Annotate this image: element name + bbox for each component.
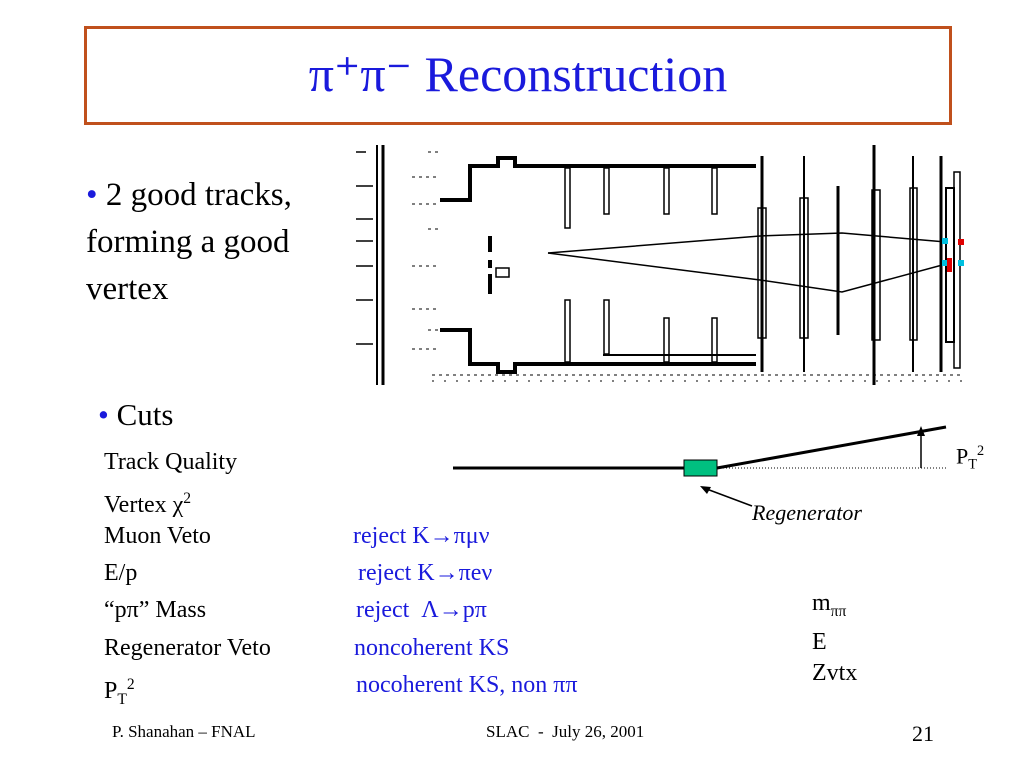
- cuts-heading: • Cuts: [98, 396, 173, 434]
- pt-arrowhead: [917, 426, 925, 436]
- cut-value-ppi-mass: reject Λ→pπ: [356, 597, 487, 623]
- pt-squared-label: PT2: [956, 443, 985, 473]
- bullet1-line-1: 2 good tracks,: [105, 177, 292, 213]
- vacuum-tank-bottom: [440, 328, 756, 374]
- bullet-good-tracks: • 2 good tracks, forming a good vertex: [86, 172, 356, 313]
- regenerator-pointer-head: [700, 486, 711, 494]
- hit-marker: [958, 239, 964, 245]
- cut-label-regenerator-veto: Regenerator Veto: [104, 635, 271, 661]
- title-frame: [84, 26, 952, 125]
- variable-mpipi: mππ: [812, 590, 847, 620]
- scale-ticks: [412, 151, 960, 376]
- cut-value-regenerator-veto: noncoherent KS: [354, 635, 510, 661]
- cut-value-e-over-p: reject K→πeν: [358, 560, 493, 586]
- photon-veto-top: [564, 167, 718, 229]
- hit-marker: [958, 260, 964, 266]
- hit-marker: [942, 260, 948, 266]
- vacuum-tank-top: [440, 156, 756, 202]
- cut-value-muon-veto: reject K→πμν: [353, 523, 490, 549]
- footer-author: P. Shanahan – FNAL: [112, 722, 256, 741]
- variable-energy: E: [812, 628, 827, 655]
- drift-chamber: [871, 189, 881, 341]
- regenerator-small: [495, 267, 510, 278]
- cut-label-vertex-chi2: Vertex χ2: [104, 490, 192, 518]
- cut-label-muon-veto: Muon Veto: [104, 523, 211, 549]
- bullet-marker: •: [98, 397, 109, 432]
- left-ticks: [356, 151, 373, 345]
- slide-title: π⁺π⁻ Reconstruction: [308, 46, 728, 102]
- cut-label-e-over-p: E/p: [104, 560, 138, 586]
- muon-system: [953, 171, 961, 369]
- bullet1-line-3: vertex: [86, 271, 169, 307]
- variables-list: mππ E Zvtx: [812, 588, 857, 689]
- cuts-heading-text: Cuts: [116, 397, 174, 432]
- regenerator-pointer: [703, 487, 753, 507]
- regenerator-label: Regenerator: [752, 500, 862, 525]
- hit-marker: [942, 238, 948, 244]
- variable-zvtx: Zvtx: [812, 659, 858, 686]
- cut-value-pt2: nocoherent KS, non ππ: [356, 672, 578, 698]
- photon-veto-bottom: [564, 299, 718, 363]
- page-number: 21: [912, 721, 934, 746]
- footer-venue-date: SLAC - July 26, 2001: [486, 722, 645, 741]
- cut-label-pt2: PT2: [104, 676, 135, 708]
- bullet1-line-2: forming a good: [86, 224, 290, 260]
- scattered-track: [716, 425, 947, 470]
- cut-label-ppi-mass: “pπ” Mass: [104, 597, 207, 623]
- track-lower: [547, 252, 947, 293]
- cut-label-track-quality: Track Quality: [104, 449, 238, 475]
- hit-marker: [947, 258, 952, 272]
- bullet-marker: •: [86, 177, 98, 213]
- track-upper: [547, 232, 947, 254]
- regenerator-box: [683, 459, 718, 477]
